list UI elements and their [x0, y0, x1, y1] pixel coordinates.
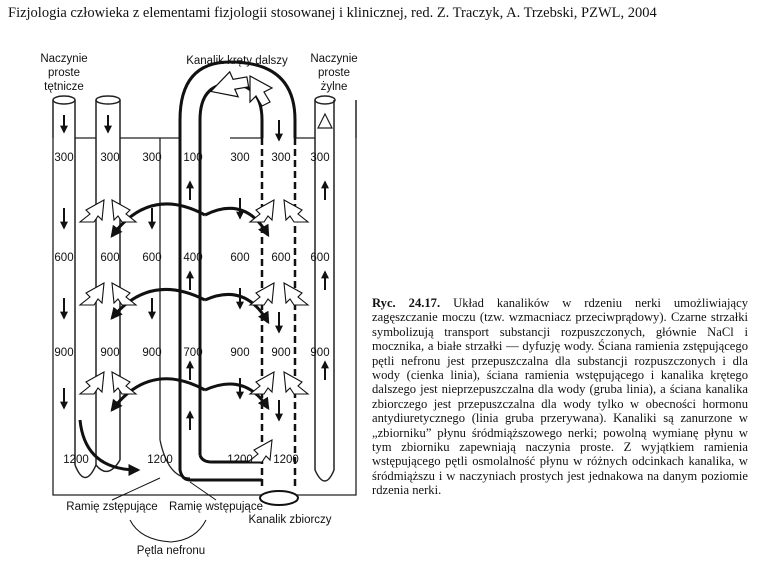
artery-label: Naczynie proste tętnicze — [40, 53, 87, 93]
ascending-limb-label: Ramię wstępujące — [169, 501, 263, 513]
osm-r0-c2: 300 — [142, 152, 161, 164]
distal-tubule-label: Kanalik kręty dalszy — [186, 55, 288, 67]
osm-r1-c4: 600 — [230, 252, 249, 264]
osm-r2-c4: 900 — [230, 347, 249, 359]
water-diffusion-arrows — [80, 200, 308, 462]
osm-r2-c6: 900 — [310, 347, 329, 359]
solute-transport-arrows — [80, 204, 268, 470]
ascending-limb-distal-tubule — [180, 62, 295, 480]
descending-limb — [160, 138, 190, 478]
collecting-duct-outlet — [260, 491, 298, 505]
figure-caption: Ryc. 24.17. Układ kanalików w rdzeniu ne… — [372, 296, 748, 498]
osm-r0-c0: 300 — [54, 152, 73, 164]
svg-text:Naczynie: Naczynie — [310, 53, 357, 65]
osm-r0-c6: 300 — [310, 152, 329, 164]
osm-r0-c3: 100 — [183, 152, 202, 164]
svg-text:tętnicze: tętnicze — [44, 81, 84, 93]
osm-r3-c0: 1200 — [63, 454, 89, 466]
osm-r3-c5: 1200 — [273, 454, 299, 466]
osm-r0-c4: 300 — [230, 152, 249, 164]
osm-r1-c0: 600 — [54, 252, 73, 264]
osm-r2-c2: 900 — [142, 347, 161, 359]
osm-r0-c5: 300 — [271, 152, 290, 164]
caption-text: Układ kanalików w rdzeniu nerki umożliwi… — [372, 296, 748, 497]
loop-label: Pętla nefronu — [137, 545, 205, 557]
svg-text:żylne: żylne — [321, 81, 348, 93]
osm-r2-c5: 900 — [271, 347, 290, 359]
osm-r3-c2: 1200 — [147, 454, 173, 466]
osm-r1-c6: 600 — [310, 252, 329, 264]
svg-text:proste: proste — [48, 67, 80, 79]
descending-limb-label: Ramię zstępujące — [66, 501, 157, 513]
interstitial-reservoir — [53, 138, 356, 495]
svg-text:proste: proste — [318, 67, 350, 79]
osm-r1-c5: 600 — [271, 252, 290, 264]
osm-r2-c1: 900 — [100, 347, 119, 359]
osm-r1-c1: 600 — [100, 252, 119, 264]
collecting-duct-label: Kanalik zbiorczy — [248, 514, 331, 526]
figure-number: Ryc. 24.17. — [372, 296, 440, 310]
osm-r0-c1: 300 — [100, 152, 119, 164]
distal-flow-arrows — [208, 69, 272, 106]
osm-r2-c3: 700 — [183, 347, 202, 359]
osm-r1-c2: 600 — [142, 252, 161, 264]
svg-text:Naczynie: Naczynie — [40, 53, 87, 65]
osm-r3-c4: 1200 — [227, 454, 253, 466]
osm-r2-c0: 900 — [54, 347, 73, 359]
vein-label: Naczynie proste żylne — [310, 53, 357, 93]
osm-r1-c3: 400 — [183, 252, 202, 264]
